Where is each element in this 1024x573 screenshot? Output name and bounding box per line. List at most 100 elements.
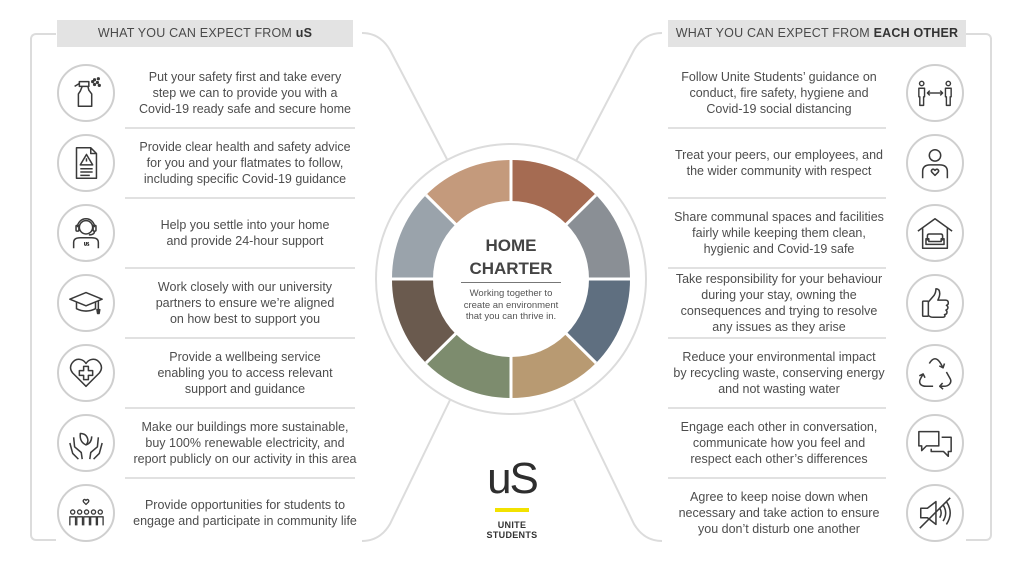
center-divider [461,282,561,283]
right-item-communal-spaces: Share communal spaces and facilities fai… [668,198,968,268]
text-line: report publicly on our activity in this … [133,452,357,466]
social-distancing-icon [906,64,964,122]
right-item-text: Follow Unite Students’ guidance on condu… [668,69,890,117]
text-line: Follow Unite Students’ guidance on [681,70,877,84]
left-bracket [30,33,56,541]
text-line: Reduce your environmental impact [682,350,876,364]
subtitle-line: create an environment [463,299,559,311]
text-line: Share communal spaces and facilities [674,210,884,224]
right-item-text: Take responsibility for your behaviour d… [668,271,890,335]
community-people-icon [57,484,115,542]
text-line: and provide 24-hour support [166,234,324,248]
left-item-text: Make our buildings more sustainable, buy… [125,419,365,467]
hands-leaf-icon [57,414,115,472]
house-sofa-icon [906,204,964,262]
subtitle-line: Working together to [469,288,553,299]
center-title-charter: CHARTER [469,259,553,278]
thumbs-up-icon [906,274,964,332]
right-item-text: Treat your peers, our employees, and the… [668,147,890,179]
spray-bottle-icon [57,64,115,122]
text-line: Put your safety first and take every [148,70,342,84]
text-line: Treat your peers, our employees, and [675,148,883,162]
text-line: Provide a wellbeing service [169,350,321,364]
text-line: the wider community with respect [686,164,872,178]
recycle-icon [906,344,964,402]
headset-support-icon [57,204,115,262]
logo-word-unite: UNITE [497,520,527,530]
text-line: Make our buildings more sustainable, [141,420,349,434]
text-line: Covid-19 ready safe and secure home [139,102,351,116]
divider [125,337,355,339]
left-item-support: Help you settle into your home and provi… [57,198,362,268]
left-item-text: Provide clear health and safety advice f… [125,139,365,187]
right-item-text: Engage each other in conversation, commu… [668,419,890,467]
divider [668,407,886,409]
left-item-text: Provide a wellbeing service enabling you… [125,349,365,397]
text-line: respect each other’s differences [690,452,868,466]
text-line: during your stay, owning the [701,288,857,302]
center-disc [433,201,589,357]
divider [125,407,355,409]
text-line: on how best to support you [169,312,321,326]
left-item-text: Help you settle into your home and provi… [125,217,365,249]
divider [125,197,355,199]
right-item-conversation: Engage each other in conversation, commu… [668,408,968,478]
unite-students-logo-mark: uS [487,454,539,503]
heart-plus-icon [57,344,115,402]
text-line: Help you settle into your home [160,218,330,232]
center-subtitle: Working together to create an environmen… [456,288,566,323]
divider [668,127,886,129]
header-left-prefix: WHAT YOU CAN EXPECT FROM [97,26,296,40]
right-item-responsibility: Take responsibility for your behaviour d… [668,268,968,338]
person-heart-icon [906,134,964,192]
left-item-text: Provide opportunities for students to en… [125,497,365,529]
center-title-home: HOME [485,236,537,255]
warning-document-icon [57,134,115,192]
text-line: conduct, fire safety, hygiene and [689,86,869,100]
header-left-bold: uS [295,26,313,40]
right-item-environment: Reduce your environmental impact by recy… [668,338,968,408]
photo-wheel [375,143,647,415]
logo-accent-bar [495,508,529,512]
right-item-text: Share communal spaces and facilities fai… [668,209,890,257]
text-line: Work closely with our university [157,280,333,294]
left-item-safety: Put your safety first and take every ste… [57,58,362,128]
speech-bubbles-icon [906,414,964,472]
text-line: engage and participate in community life [133,514,357,528]
text-line: Take responsibility for your behaviour [675,272,883,286]
text-line: Provide opportunities for students to [144,498,346,512]
text-line: for you and your flatmates to follow, [146,156,344,170]
graduation-cap-icon [57,274,115,332]
text-line: Covid-19 social distancing [706,102,852,116]
left-item-sustainable: Make our buildings more sustainable, buy… [57,408,362,478]
right-bracket [966,33,992,541]
header-expect-from-us: WHAT YOU CAN EXPECT FROM uS [57,20,353,47]
left-item-wellbeing: Provide a wellbeing service enabling you… [57,338,362,408]
text-line: including specific Covid-19 guidance [143,172,347,186]
text-line: partners to ensure we’re aligned [155,296,335,310]
header-right-prefix: WHAT YOU CAN EXPECT FROM [675,26,874,40]
divider [668,337,886,339]
divider [125,267,355,269]
text-line: buy 100% renewable electricity, and [145,436,345,450]
divider [125,477,355,479]
logo-word-students: STUDENTS [486,530,538,540]
text-line: necessary and take action to ensure [678,506,880,520]
right-item-text: Reduce your environmental impact by recy… [668,349,890,397]
text-line: fairly while keeping them clean, [692,226,866,240]
text-line: Provide clear health and safety advice [139,140,351,154]
text-line: Agree to keep noise down when [690,490,868,504]
text-line: by recycling waste, conserving energy [673,366,885,380]
text-line: communicate how you feel and [692,436,866,450]
text-line: any issues as they arise [712,320,846,334]
text-line: Engage each other in conversation, [680,420,878,434]
text-line: consequences and trying to resolve [680,304,878,318]
divider [668,477,886,479]
divider [668,267,886,269]
header-expect-from-each-other: WHAT YOU CAN EXPECT FROM EACH OTHER [668,20,966,47]
right-item-noise: Agree to keep noise down when necessary … [668,478,968,548]
left-item-text: Put your safety first and take every ste… [125,69,365,117]
left-item-university-partners: Work closely with our university partner… [57,268,362,338]
subtitle-line: that you can thrive in. [465,311,557,322]
